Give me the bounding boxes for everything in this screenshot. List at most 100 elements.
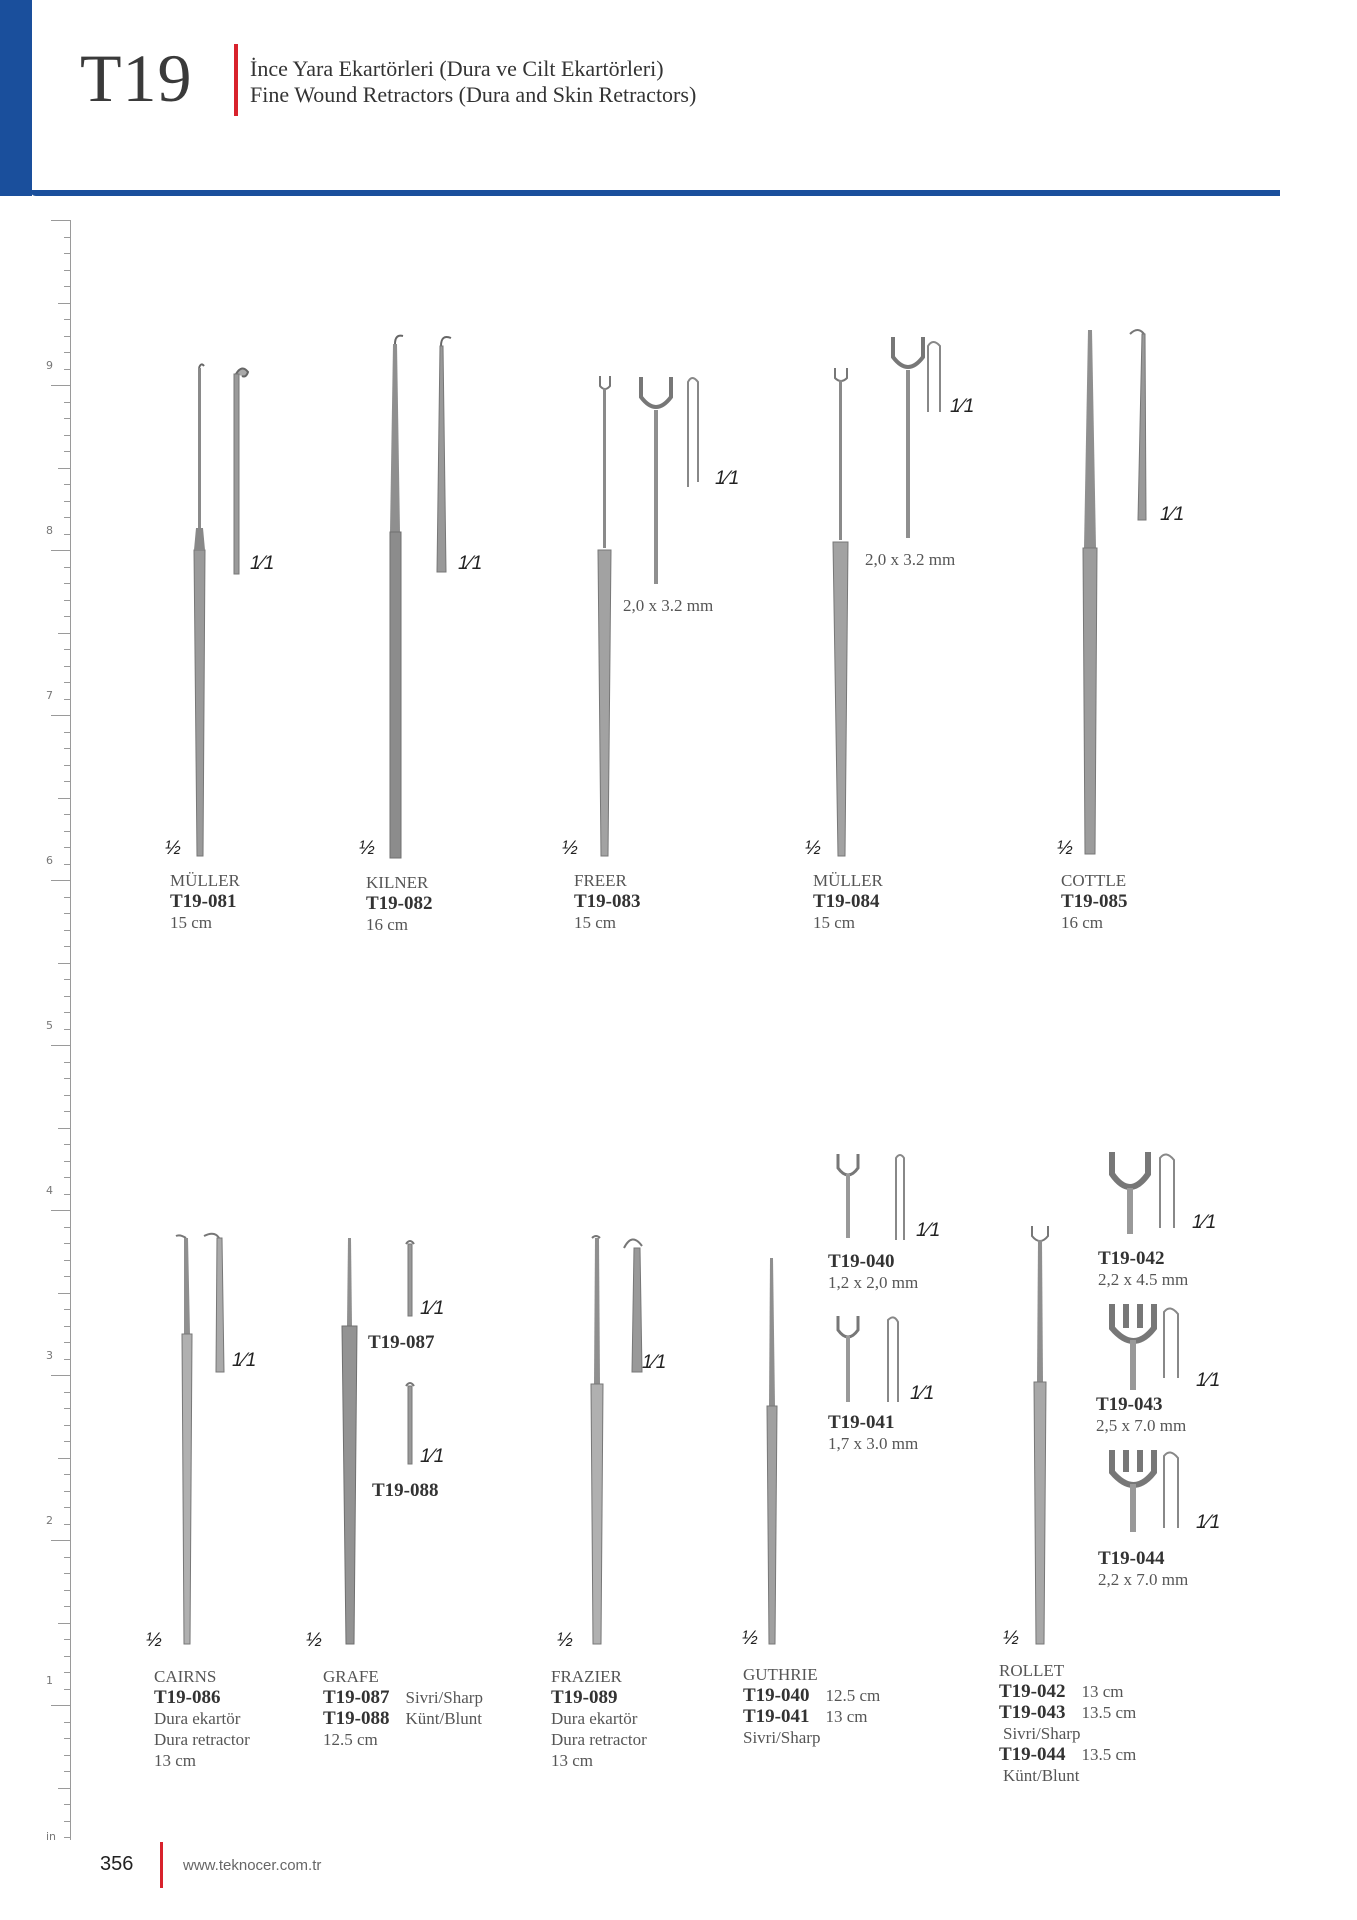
scale-1-1: 1⁄1 [950, 396, 975, 417]
instrument-muller-081 [193, 363, 206, 857]
ruler-tick [51, 1705, 71, 1706]
scale-1-2: ½ [562, 838, 578, 859]
section-code: T19 [80, 40, 193, 116]
tip-code: T19-088 [372, 1480, 439, 1501]
footer-url[interactable]: www.teknocer.com.tr [183, 1857, 322, 1874]
product-size: 13 cm [551, 1751, 594, 1770]
ruler-label: 8 [46, 524, 53, 537]
title-english: Fine Wound Retractors (Dura and Skin Ret… [250, 82, 697, 107]
scale-1-1: 1⁄1 [232, 1350, 257, 1371]
scale-1-2: ½ [557, 1630, 573, 1651]
tip-code: T19-043 [1096, 1394, 1163, 1415]
scale-1-2: ½ [306, 1630, 322, 1651]
ruler-tick [64, 434, 71, 436]
tip-side-rollet-043 [1163, 1307, 1179, 1378]
tip-code: T19-044 [1098, 1548, 1165, 1569]
ruler-tick [64, 1804, 71, 1805]
tip-code: T19-041 [828, 1412, 895, 1433]
ruler-tick [64, 1474, 71, 1475]
product-size: 15 cm [813, 913, 856, 932]
ruler-tick [51, 1210, 71, 1211]
scale-1-2: ½ [1003, 1628, 1019, 1649]
tip-dimension: 2,2 x 4.5 mm [1098, 1270, 1189, 1289]
tip-rollet-044 [1109, 1450, 1157, 1532]
ruler-tick [64, 1424, 71, 1426]
ruler-tick [64, 401, 71, 403]
scale-1-2: ½ [165, 838, 181, 859]
ruler-tick [64, 1276, 71, 1277]
ruler-tick [64, 1738, 71, 1739]
product-code: T19-084 [813, 891, 880, 912]
ruler-tick [64, 1721, 71, 1723]
product-code: T19-083 [574, 891, 641, 912]
product-type: Sivri/Sharp [743, 1728, 821, 1747]
tip-muller-084 [891, 337, 925, 538]
tip-side-muller-084 [927, 341, 941, 412]
tip-grafe-088 [405, 1382, 415, 1465]
ruler-tick [51, 880, 71, 881]
product-code: T19-082 [366, 893, 433, 914]
ruler-tick [64, 929, 71, 931]
ruler-label: 4 [46, 1184, 53, 1197]
ruler-tick [64, 781, 71, 782]
ruler-tick [64, 269, 71, 271]
tip-dimension: 2,5 x 7.0 mm [1096, 1416, 1187, 1435]
ruler-tick [64, 995, 71, 997]
ruler-tick [64, 1672, 71, 1673]
ruler-tick [64, 764, 71, 766]
ruler-tick [64, 1144, 71, 1145]
product-code: T19-044 [999, 1744, 1066, 1765]
ruler-tick [64, 1193, 71, 1195]
ruler-tick [64, 1655, 71, 1657]
ruler-tick [51, 1045, 71, 1046]
scale-1-1: 1⁄1 [642, 1352, 667, 1373]
ruler-tick [64, 583, 71, 584]
header-side-band [0, 0, 32, 196]
ruler-tick [64, 418, 71, 419]
product-type: Sivri/Sharp [1003, 1724, 1081, 1743]
scale-1-1: 1⁄1 [1160, 504, 1185, 525]
product-code: T19-041 [743, 1706, 810, 1727]
instrument-frazier-089 [590, 1235, 604, 1645]
tip-label: T19-042 2,2 x 4.5 mm [1098, 1248, 1188, 1290]
instrument-grafe-087 [341, 1238, 358, 1645]
ruler-tick [64, 1028, 71, 1030]
footer-divider [160, 1842, 163, 1888]
ruler-label: 9 [46, 359, 53, 372]
ruler-tick [51, 385, 71, 386]
product-name: MÜLLER [170, 871, 240, 890]
scale-1-1: 1⁄1 [916, 1220, 941, 1241]
product-label: COTTLE T19-085 16 cm [1061, 870, 1128, 933]
scale-1-2: ½ [742, 1628, 758, 1649]
tip-muller-081 [233, 367, 250, 575]
product-name: ROLLET [999, 1661, 1065, 1680]
ruler-tick [64, 1094, 71, 1096]
tip-code: T19-042 [1098, 1248, 1165, 1269]
ruler-tick [64, 913, 71, 914]
tip-side-rollet-042 [1159, 1153, 1175, 1228]
tip-frazier-089 [623, 1238, 643, 1373]
ruler-tick [64, 1771, 71, 1772]
ruler-tick [58, 467, 71, 469]
ruler-tick [58, 1622, 71, 1624]
ruler-tick [64, 451, 71, 452]
ruler-tick [58, 962, 71, 964]
tip-label: T19-041 1,7 x 3.0 mm [828, 1412, 918, 1454]
product-size: 13 cm [1081, 1682, 1124, 1701]
ruler-tick [51, 550, 71, 551]
product-type: Sivri/Sharp [405, 1688, 483, 1707]
ruler-tick [64, 1111, 71, 1112]
ruler-tick [64, 1556, 71, 1558]
ruler-tick [64, 1358, 71, 1360]
ruler-tick [64, 1441, 71, 1442]
ruler-tick [51, 1540, 71, 1541]
tip-side-freer-083 [687, 377, 699, 487]
ruler-tick [64, 698, 71, 700]
product-label: MÜLLER T19-084 15 cm [813, 870, 883, 933]
ruler-tick [51, 1375, 71, 1376]
ruler-tick [64, 1160, 71, 1162]
scale-1-1: 1⁄1 [1192, 1212, 1217, 1233]
ruler-label: 1 [46, 1674, 53, 1687]
ruler-tick [64, 665, 71, 667]
